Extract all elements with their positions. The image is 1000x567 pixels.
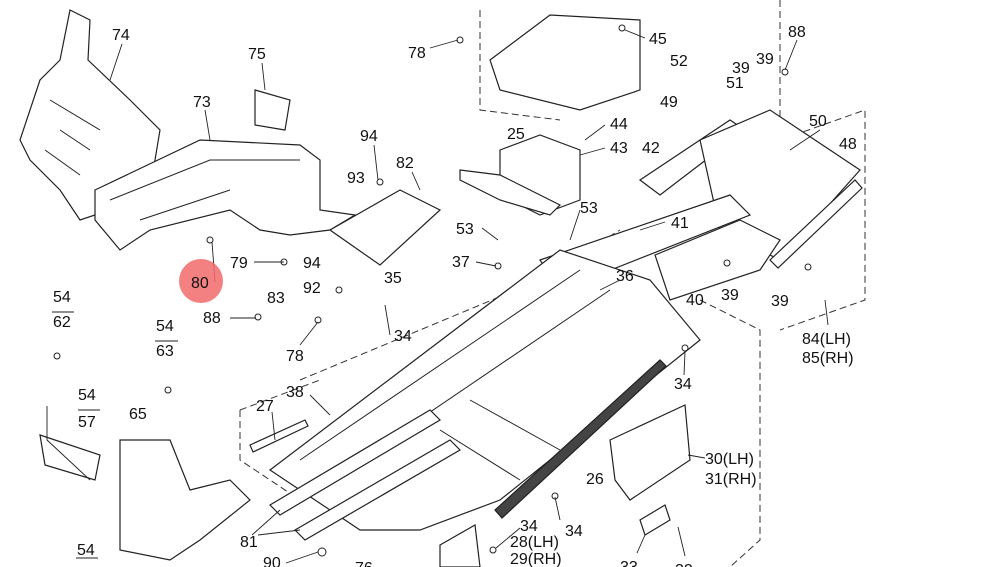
callout: 50: [809, 113, 827, 130]
callout: 45: [649, 31, 667, 48]
callout: 49: [660, 94, 678, 111]
callout: 82: [396, 155, 414, 172]
callout: 25: [507, 126, 525, 143]
callout: 88: [203, 310, 221, 327]
callout: 83: [267, 290, 285, 307]
callout: 53: [580, 200, 598, 217]
callout: 63: [156, 343, 174, 360]
callout: 53: [456, 221, 474, 238]
callout: 42: [642, 140, 660, 157]
callout: 79: [230, 255, 248, 272]
callout: 84(LH): [802, 331, 851, 348]
callout: 43: [610, 140, 628, 157]
callout: 34: [674, 376, 692, 393]
callout: 54: [77, 542, 95, 559]
callout: 48: [839, 136, 857, 153]
floor-detail: [299, 269, 611, 481]
upper-frame-part-73: [94, 139, 357, 251]
side-rail-part-48: [769, 179, 863, 269]
leader-lines: [46, 29, 829, 564]
callout: 38: [286, 384, 304, 401]
callout: 90: [263, 555, 281, 567]
callout: 30(LH): [705, 451, 754, 468]
callout: 73: [193, 94, 211, 111]
group-boundary-front: [479, 0, 866, 331]
callout: 78: [286, 348, 304, 365]
callout: 39: [771, 293, 789, 310]
callout: 54: [78, 387, 96, 404]
sill-part-81: [269, 409, 441, 516]
callout: 28(LH): [510, 534, 559, 551]
plate-part-93: [328, 189, 442, 266]
highlighted-callout-80[interactable]: 80: [191, 275, 209, 292]
bracket-part-65: [119, 439, 251, 561]
callout: 76: [355, 560, 373, 567]
callout: 35: [384, 270, 402, 287]
callout: 34: [520, 518, 538, 535]
group-boundary-main: [239, 299, 761, 567]
callout: 33: [620, 559, 638, 567]
front-frame-detail: [44, 99, 101, 176]
callout: 93: [347, 170, 365, 187]
bracket-part-75: [254, 89, 291, 131]
callout: 29(RH): [510, 551, 562, 567]
callout: 78: [408, 45, 426, 62]
bracket-part-28-29: [439, 524, 481, 567]
callout: 54: [156, 318, 174, 335]
callout: 36: [616, 268, 634, 285]
bracket-lines: [52, 311, 178, 559]
console-part-25: [489, 14, 641, 111]
callout: 34: [565, 523, 583, 540]
callout: 39: [721, 287, 739, 304]
plate-part-57: [39, 434, 101, 481]
callout: 34: [394, 328, 412, 345]
callout: 37: [452, 254, 470, 271]
callout: 52: [670, 53, 688, 70]
callout: 65: [129, 406, 147, 423]
callout: 81: [240, 534, 258, 551]
sill-part-81b: [294, 439, 461, 541]
callout: 54: [53, 289, 71, 306]
callout-labels: 74 75 73 78 45 52 88 39 39 51 49 50 48 2…: [53, 24, 857, 567]
step-rail-part-26: [494, 359, 667, 519]
callout: 88: [788, 24, 806, 41]
callout: 92: [303, 280, 321, 297]
callout: 31(RH): [705, 471, 757, 488]
callout: 39: [756, 51, 774, 68]
callout: 85(RH): [802, 350, 854, 367]
callout: 40: [686, 292, 704, 309]
callout: 57: [78, 414, 96, 431]
highlight-marker: [179, 259, 223, 303]
callout: 32: [675, 562, 693, 567]
callout: 44: [610, 116, 628, 133]
rail-part-27: [249, 419, 309, 453]
bracket-part-30-31: [609, 404, 691, 501]
rail-part-43: [459, 169, 562, 216]
callout: 94: [303, 255, 321, 272]
upper-frame-detail: [109, 159, 300, 221]
callout: 51: [726, 75, 744, 92]
callout: 62: [53, 314, 71, 331]
callout: 74: [112, 27, 130, 44]
callout: 94: [360, 128, 378, 145]
callout: 39: [732, 60, 750, 77]
plate-part-33: [639, 504, 671, 536]
side-member-part-40: [654, 219, 781, 301]
callout: 26: [586, 471, 604, 488]
callout: 27: [256, 398, 274, 415]
callout: 41: [671, 215, 689, 232]
callout: 75: [248, 46, 266, 63]
